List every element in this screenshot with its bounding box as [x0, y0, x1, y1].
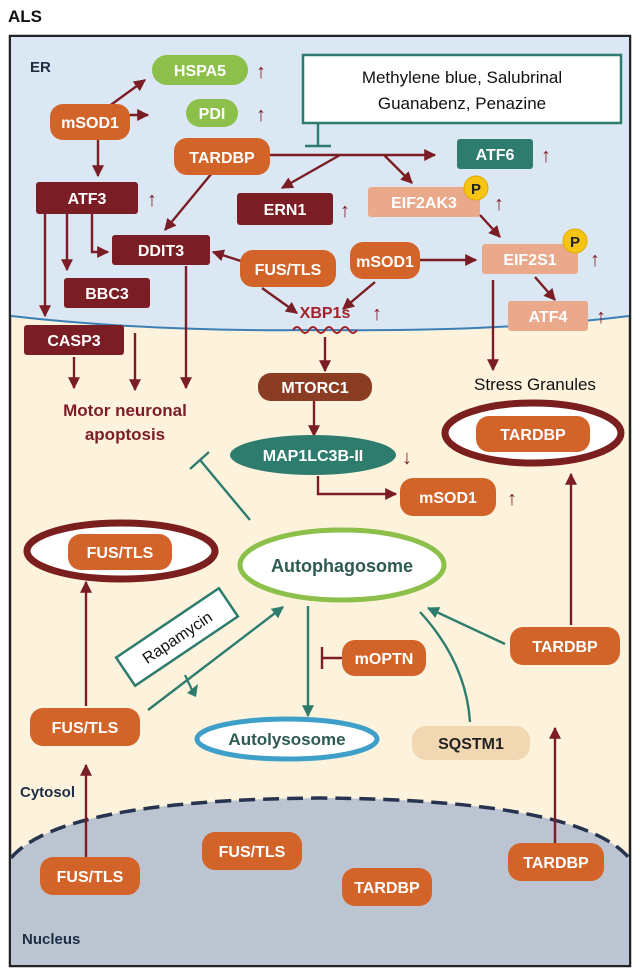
node-map1lc3b: MAP1LC3B-II	[230, 435, 396, 475]
inhibition-connectors	[189, 124, 331, 521]
node-fus-er: FUS/TLS	[240, 250, 336, 287]
node-ern1: ERN1	[237, 193, 333, 225]
stress-granule-aggregate: TARDBP	[441, 399, 625, 467]
node-fus-cyto: FUS/TLS	[30, 708, 140, 746]
svg-text:EIF2AK3: EIF2AK3	[391, 195, 457, 212]
nucleus-region	[11, 798, 629, 965]
node-tardbp-sg: TARDBP	[500, 427, 566, 444]
svg-text:mSOD1: mSOD1	[356, 254, 414, 271]
node-atf6: ATF6	[457, 139, 533, 169]
svg-text:TARDBP: TARDBP	[532, 639, 598, 656]
node-eif2ak3: EIF2AK3	[368, 187, 480, 217]
drug-box-line2: Guanabenz, Penazine	[378, 94, 546, 113]
eif2ak3-phospho-badge: P	[463, 175, 489, 201]
node-bbc3: BBC3	[64, 278, 150, 308]
fus-aggregate: FUS/TLS	[23, 519, 219, 583]
svg-text:mSOD1: mSOD1	[61, 115, 119, 132]
eif2ak3-up-arrow: ↑	[494, 193, 504, 215]
cytosol-label: Cytosol	[20, 784, 75, 801]
svg-text:mSOD1: mSOD1	[419, 490, 477, 507]
svg-text:XBP1s: XBP1s	[300, 305, 351, 322]
svg-text:FUS/TLS: FUS/TLS	[52, 720, 119, 737]
map1lc3b-down-arrow: ↓	[402, 447, 412, 469]
node-ddit3: DDIT3	[112, 235, 210, 265]
node-fus-aggregate: FUS/TLS	[87, 545, 154, 562]
node-fus-nuc-mid: FUS/TLS	[202, 832, 302, 870]
svg-text:EIF2S1: EIF2S1	[503, 252, 556, 269]
node-moptn: mOPTN	[342, 640, 426, 676]
node-mtorc1: MTORC1	[258, 373, 372, 401]
svg-text:ATF6: ATF6	[476, 147, 515, 164]
svg-text:FUS/TLS: FUS/TLS	[219, 844, 286, 861]
node-msod1-cyto: mSOD1	[400, 478, 496, 516]
node-atf4: ATF4	[508, 301, 588, 331]
svg-text:MAP1LC3B-II: MAP1LC3B-II	[263, 448, 363, 465]
node-hspa5: HSPA5	[152, 55, 248, 85]
node-msod1-mid: mSOD1	[350, 242, 420, 279]
node-tardbp-nuc-right: TARDBP	[508, 843, 604, 881]
svg-text:mOPTN: mOPTN	[355, 651, 414, 668]
node-fus-nuc-left: FUS/TLS	[40, 857, 140, 895]
svg-text:CASP3: CASP3	[47, 333, 100, 350]
svg-text:Autolysosome: Autolysosome	[228, 730, 345, 749]
svg-text:MTORC1: MTORC1	[281, 380, 348, 397]
node-atf3: ATF3	[36, 182, 138, 214]
node-autophagosome: Autophagosome	[237, 527, 447, 603]
node-eif2s1: EIF2S1	[482, 244, 578, 274]
svg-text:BBC3: BBC3	[85, 286, 129, 303]
pdi-up-arrow: ↑	[256, 104, 266, 126]
node-msod1-er: mSOD1	[50, 104, 130, 140]
svg-text:DDIT3: DDIT3	[138, 243, 184, 260]
ern1-up-arrow: ↑	[340, 200, 350, 222]
svg-text:SQSTM1: SQSTM1	[438, 736, 504, 753]
node-tardbp-nuc-mid: TARDBP	[342, 868, 432, 906]
node-tardbp-er: TARDBP	[174, 138, 270, 175]
nuclear-envelope	[9, 796, 631, 860]
svg-text:ATF3: ATF3	[68, 191, 107, 208]
drug-box-line1: Methylene blue, Salubrinal	[362, 68, 562, 87]
svg-text:FUS/TLS: FUS/TLS	[255, 262, 322, 279]
svg-text:TARDBP: TARDBP	[523, 855, 589, 872]
node-pdi: PDI	[186, 99, 238, 127]
nucleus-label: Nucleus	[22, 931, 80, 948]
svg-text:FUS/TLS: FUS/TLS	[57, 869, 124, 886]
autophagy-connectors	[147, 606, 506, 723]
node-autolysosome: Autolysosome	[194, 716, 380, 762]
figure-title: ALS	[8, 7, 42, 26]
xbp1s-up-arrow: ↑	[372, 303, 382, 325]
msod1-cyto-up-arrow: ↑	[507, 488, 517, 510]
atf4-up-arrow: ↑	[596, 306, 606, 328]
eif2s1-up-arrow: ↑	[590, 249, 600, 271]
svg-text:P: P	[471, 181, 481, 198]
node-xbp1s: XBP1s	[292, 305, 358, 334]
svg-text:ATF4: ATF4	[529, 309, 568, 326]
moptn-inhibition	[320, 647, 342, 669]
svg-text:Autophagosome: Autophagosome	[271, 556, 413, 576]
apoptosis-line1: Motor neuronal	[63, 401, 187, 420]
rapamycin-connector	[184, 674, 198, 697]
apoptosis-label: Motor neuronal apoptosis	[63, 401, 187, 444]
eif2s1-phospho-badge: P	[562, 228, 588, 254]
drug-box: Methylene blue, Salubrinal Guanabenz, Pe…	[301, 53, 623, 125]
pathway-connectors	[39, 79, 577, 858]
hspa5-up-arrow: ↑	[256, 61, 266, 83]
svg-text:TARDBP: TARDBP	[354, 880, 420, 897]
apoptosis-line2: apoptosis	[85, 425, 165, 444]
atf6-up-arrow: ↑	[541, 145, 551, 167]
svg-text:HSPA5: HSPA5	[174, 63, 226, 80]
atf3-up-arrow: ↑	[147, 189, 157, 211]
node-tardbp-cyto: TARDBP	[510, 627, 620, 665]
er-label: ER	[30, 59, 51, 76]
svg-text:ERN1: ERN1	[264, 202, 307, 219]
stress-granules-label: Stress Granules	[474, 375, 596, 394]
node-casp3: CASP3	[24, 325, 124, 355]
svg-text:P: P	[570, 234, 580, 251]
svg-text:TARDBP: TARDBP	[189, 150, 255, 167]
node-sqstm1: SQSTM1	[412, 726, 530, 760]
svg-text:PDI: PDI	[199, 106, 226, 123]
